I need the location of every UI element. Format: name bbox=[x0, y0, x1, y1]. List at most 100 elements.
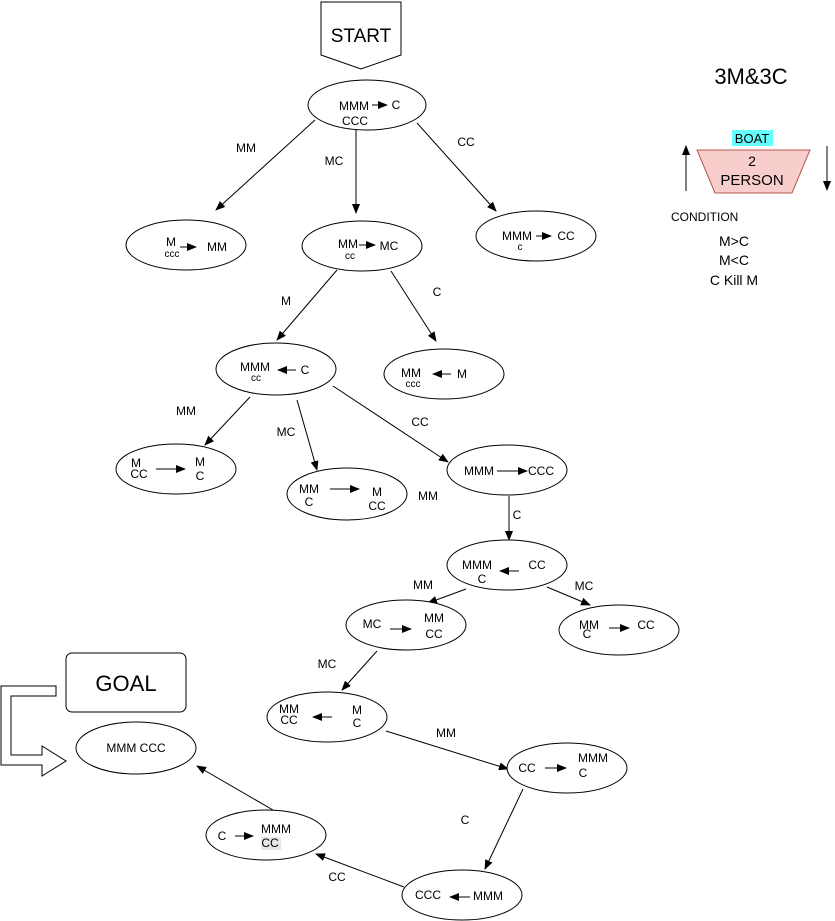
svg-text:c: c bbox=[518, 242, 523, 253]
state-node: MC MM CC bbox=[345, 599, 467, 651]
edge-n13-n14 bbox=[385, 730, 509, 771]
edge-n3-n5 bbox=[276, 269, 338, 341]
edge-label: MM bbox=[418, 489, 438, 503]
svg-text:C: C bbox=[305, 495, 314, 509]
start-label: START bbox=[331, 26, 392, 47]
svg-text:MMM: MMM bbox=[464, 464, 494, 478]
svg-text:M: M bbox=[166, 235, 176, 249]
svg-text:cc: cc bbox=[251, 373, 261, 384]
edge-n16-goal bbox=[196, 765, 274, 811]
edge-label: M bbox=[281, 294, 291, 308]
svg-text:cc: cc bbox=[345, 251, 355, 262]
nodes: MMM CCC C M ccc MM MM cc MC MMM c CC bbox=[75, 79, 680, 921]
svg-text:C: C bbox=[579, 766, 588, 780]
edge-n10-n11 bbox=[427, 588, 467, 604]
boat-shape bbox=[696, 149, 811, 194]
boat-tag-highlight bbox=[732, 130, 773, 146]
svg-text:CC: CC bbox=[261, 836, 279, 850]
condition-rule-2: M<C bbox=[719, 252, 749, 268]
state-node: CC MMM C bbox=[506, 742, 628, 794]
edge-label: MC bbox=[318, 657, 337, 671]
goal-state-node: MMM CCC bbox=[75, 721, 197, 775]
edge-label: MM bbox=[236, 141, 256, 155]
svg-text:CC: CC bbox=[425, 627, 443, 641]
svg-text:MM: MM bbox=[207, 240, 227, 254]
edge-label: MC bbox=[325, 154, 344, 168]
boat-tag: BOAT bbox=[735, 131, 769, 146]
edge-labels: MM MC CC M C MM MC CC MM C MM MC MC MM C… bbox=[176, 135, 594, 884]
condition-rule-3: C Kill M bbox=[710, 272, 758, 288]
svg-text:MMM: MMM bbox=[502, 229, 532, 243]
state-node: MMM CCC C bbox=[307, 79, 427, 131]
edge-n14-n15 bbox=[484, 788, 524, 870]
edge-label: MM bbox=[176, 404, 196, 418]
goal-pointer-arrow bbox=[0, 685, 67, 777]
svg-text:CC: CC bbox=[280, 713, 298, 727]
svg-text:MMM: MMM bbox=[240, 360, 270, 374]
svg-text:MMM: MMM bbox=[462, 558, 492, 572]
boat-capacity-unit: PERSON bbox=[720, 172, 783, 189]
svg-text:M: M bbox=[195, 455, 205, 469]
svg-text:MM: MM bbox=[401, 366, 421, 380]
state-node: MMM CCC bbox=[446, 444, 568, 496]
state-node: MM cc MC bbox=[301, 220, 423, 272]
svg-text:CCC: CCC bbox=[415, 888, 441, 902]
svg-text:ccc: ccc bbox=[406, 379, 421, 390]
goal-box: GOAL bbox=[65, 652, 187, 713]
edge-label: CC bbox=[328, 870, 346, 884]
boat-capacity: 2 bbox=[748, 153, 756, 169]
svg-text:MC: MC bbox=[363, 617, 382, 631]
edge-n5-n8 bbox=[296, 399, 319, 471]
svg-text:C: C bbox=[478, 572, 487, 586]
start-terminator: START bbox=[320, 1, 402, 70]
svg-text:MMM: MMM bbox=[473, 889, 503, 903]
condition-rule-1: M>C bbox=[719, 233, 749, 249]
svg-text:ccc: ccc bbox=[165, 249, 180, 260]
state-node: MM C M CC bbox=[286, 467, 408, 521]
edge-label: C bbox=[433, 285, 442, 299]
edge-label: MM bbox=[436, 726, 456, 740]
edge-n1-n4 bbox=[416, 122, 497, 212]
svg-text:C: C bbox=[196, 469, 205, 483]
state-node: CCC MMM bbox=[401, 869, 523, 921]
state-node: MMM C CC bbox=[446, 539, 568, 591]
svg-text:M: M bbox=[457, 367, 467, 381]
edge-label: CC bbox=[411, 415, 429, 429]
svg-text:M: M bbox=[131, 456, 141, 470]
svg-text:MM: MM bbox=[279, 702, 299, 716]
edge-n3-n6 bbox=[390, 270, 437, 342]
svg-text:CC: CC bbox=[528, 558, 546, 572]
svg-text:CCC: CCC bbox=[528, 464, 554, 478]
state-node: MM CC M C bbox=[266, 691, 388, 743]
svg-text:MC: MC bbox=[380, 239, 399, 253]
edge-n10-n12 bbox=[546, 586, 591, 606]
puzzle-title: 3M&3C bbox=[714, 64, 787, 89]
edge-n15-n16 bbox=[315, 853, 405, 888]
svg-text:MM: MM bbox=[338, 237, 358, 251]
state-node: M ccc MM bbox=[125, 219, 247, 271]
svg-text:C: C bbox=[353, 716, 362, 730]
svg-text:CC: CC bbox=[518, 761, 536, 775]
goal-label: GOAL bbox=[95, 671, 156, 696]
svg-text:MMM: MMM bbox=[339, 99, 369, 113]
svg-text:M: M bbox=[372, 485, 382, 499]
svg-text:CC: CC bbox=[130, 467, 148, 481]
edge-n5-n7 bbox=[204, 396, 251, 446]
edge-label: MM bbox=[413, 578, 433, 592]
svg-text:MMM: MMM bbox=[261, 822, 291, 836]
state-node: C MMM CC bbox=[205, 809, 327, 861]
svg-text:MM: MM bbox=[579, 618, 599, 632]
svg-text:C: C bbox=[301, 363, 310, 377]
edge-label: MC bbox=[575, 579, 594, 593]
svg-text:CCC: CCC bbox=[342, 114, 368, 128]
condition-heading: CONDITION bbox=[671, 210, 738, 224]
svg-text:CC: CC bbox=[637, 618, 655, 632]
svg-text:C: C bbox=[583, 627, 592, 641]
edge-n1-n2 bbox=[215, 119, 316, 211]
edge-label: CC bbox=[457, 135, 475, 149]
svg-text:MM: MM bbox=[424, 611, 444, 625]
state-node: MM ccc M bbox=[383, 348, 505, 400]
edges bbox=[196, 119, 591, 888]
svg-text:MM: MM bbox=[299, 482, 319, 496]
svg-text:CC: CC bbox=[557, 229, 575, 243]
